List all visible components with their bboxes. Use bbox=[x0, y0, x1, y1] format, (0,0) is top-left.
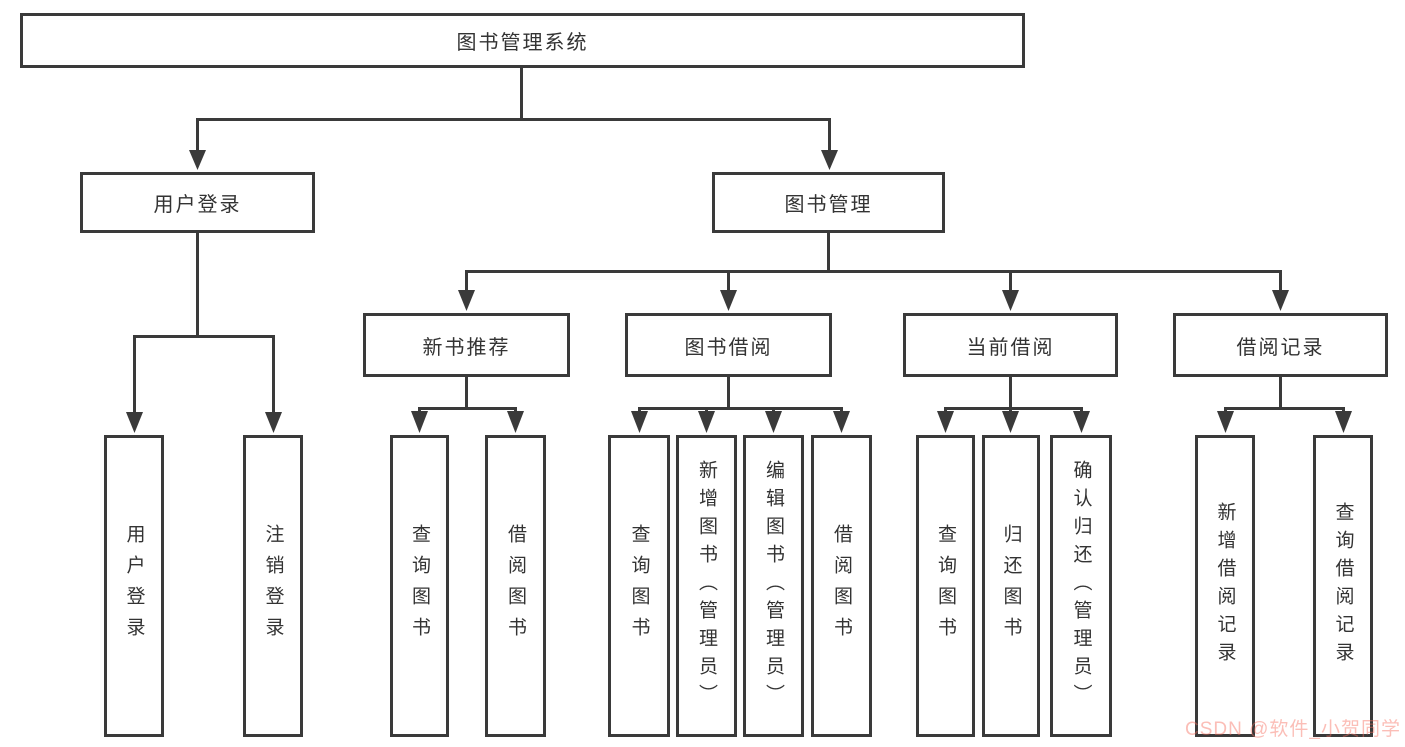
leaf-query-book-borrow: 查询图书 bbox=[608, 435, 670, 737]
leaf-label: 查询图书 bbox=[935, 524, 956, 648]
node-label: 图书借阅 bbox=[684, 336, 773, 359]
arrowhead-icon bbox=[698, 411, 715, 433]
leaf-query-book-current: 查询图书 bbox=[916, 435, 975, 737]
connector-bookborrow-to-leaves bbox=[631, 377, 850, 433]
arrowhead-icon bbox=[937, 411, 954, 433]
node-library-system: 图书管理系统 bbox=[20, 13, 1025, 68]
arrowhead-icon bbox=[631, 411, 648, 433]
node-label: 用户登录 bbox=[153, 194, 242, 216]
csdn-watermark: CSDN @软件_小贺同学 bbox=[1185, 719, 1401, 740]
leaf-label: 新增借阅记录 bbox=[1214, 502, 1236, 670]
connector-root-to-level2 bbox=[189, 68, 838, 170]
leaf-add-book-admin: 新增图书（管理员） bbox=[676, 435, 737, 737]
node-current-borrow: 当前借阅 bbox=[903, 313, 1118, 377]
leaf-label: 归还图书 bbox=[1000, 524, 1022, 648]
arrowhead-icon bbox=[126, 412, 143, 433]
connector-currentborrow-to-leaves bbox=[937, 377, 1090, 433]
arrowhead-icon bbox=[507, 411, 524, 433]
leaf-label: 查询图书 bbox=[409, 524, 430, 648]
leaf-label: 编辑图书（管理员） bbox=[763, 460, 784, 712]
arrowhead-icon bbox=[458, 290, 475, 311]
leaf-label: 查询图书 bbox=[628, 524, 650, 648]
node-label: 图书管理 bbox=[784, 194, 873, 216]
arrowhead-icon bbox=[833, 411, 850, 433]
leaf-borrow-book-recommend: 借阅图书 bbox=[485, 435, 546, 737]
leaf-logout: 注销登录 bbox=[243, 435, 303, 737]
leaf-label: 借阅图书 bbox=[505, 524, 526, 648]
arrowhead-icon bbox=[1073, 411, 1090, 433]
node-user-login: 用户登录 bbox=[80, 172, 315, 233]
connector-newbook-to-leaves bbox=[411, 377, 524, 433]
connector-userlogin-to-leaves bbox=[126, 233, 282, 433]
arrowhead-icon bbox=[765, 411, 782, 433]
leaf-return-book: 归还图书 bbox=[982, 435, 1040, 737]
connector-bookmgmt-to-level3 bbox=[458, 233, 1289, 311]
arrowhead-icon bbox=[1272, 290, 1289, 311]
node-book-management: 图书管理 bbox=[712, 172, 945, 233]
arrowhead-icon bbox=[189, 150, 206, 170]
leaf-borrow-book: 借阅图书 bbox=[811, 435, 872, 737]
leaf-confirm-return-admin: 确认归还（管理员） bbox=[1050, 435, 1112, 737]
leaf-query-borrow-record: 查询借阅记录 bbox=[1313, 435, 1373, 737]
arrowhead-icon bbox=[265, 412, 282, 433]
leaf-label: 借阅图书 bbox=[831, 524, 852, 648]
connector-borrowrecord-to-leaves bbox=[1217, 377, 1352, 433]
node-book-borrow: 图书借阅 bbox=[625, 313, 832, 377]
arrowhead-icon bbox=[1217, 411, 1234, 433]
leaf-label: 新增图书（管理员） bbox=[696, 460, 717, 712]
node-new-book-recommend: 新书推荐 bbox=[363, 313, 570, 377]
arrowhead-icon bbox=[1002, 411, 1019, 433]
arrowhead-icon bbox=[411, 411, 428, 433]
leaf-edit-book-admin: 编辑图书（管理员） bbox=[743, 435, 804, 737]
arrowhead-icon bbox=[821, 150, 838, 170]
leaf-user-login: 用户登录 bbox=[104, 435, 164, 737]
arrowhead-icon bbox=[1002, 290, 1019, 311]
node-label: 借阅记录 bbox=[1236, 336, 1325, 359]
node-label: 图书管理系统 bbox=[456, 32, 589, 54]
arrowhead-icon bbox=[720, 290, 737, 311]
node-label: 新书推荐 bbox=[422, 336, 511, 359]
leaf-add-borrow-record: 新增借阅记录 bbox=[1195, 435, 1255, 737]
leaf-label: 确认归还（管理员） bbox=[1070, 460, 1092, 712]
arrowhead-icon bbox=[1335, 411, 1352, 433]
leaf-label: 用户登录 bbox=[123, 524, 145, 648]
node-borrow-record: 借阅记录 bbox=[1173, 313, 1388, 377]
node-label: 当前借阅 bbox=[966, 336, 1055, 359]
leaf-query-book-recommend: 查询图书 bbox=[390, 435, 449, 737]
leaf-label: 查询借阅记录 bbox=[1332, 502, 1354, 670]
leaf-label: 注销登录 bbox=[262, 524, 284, 648]
